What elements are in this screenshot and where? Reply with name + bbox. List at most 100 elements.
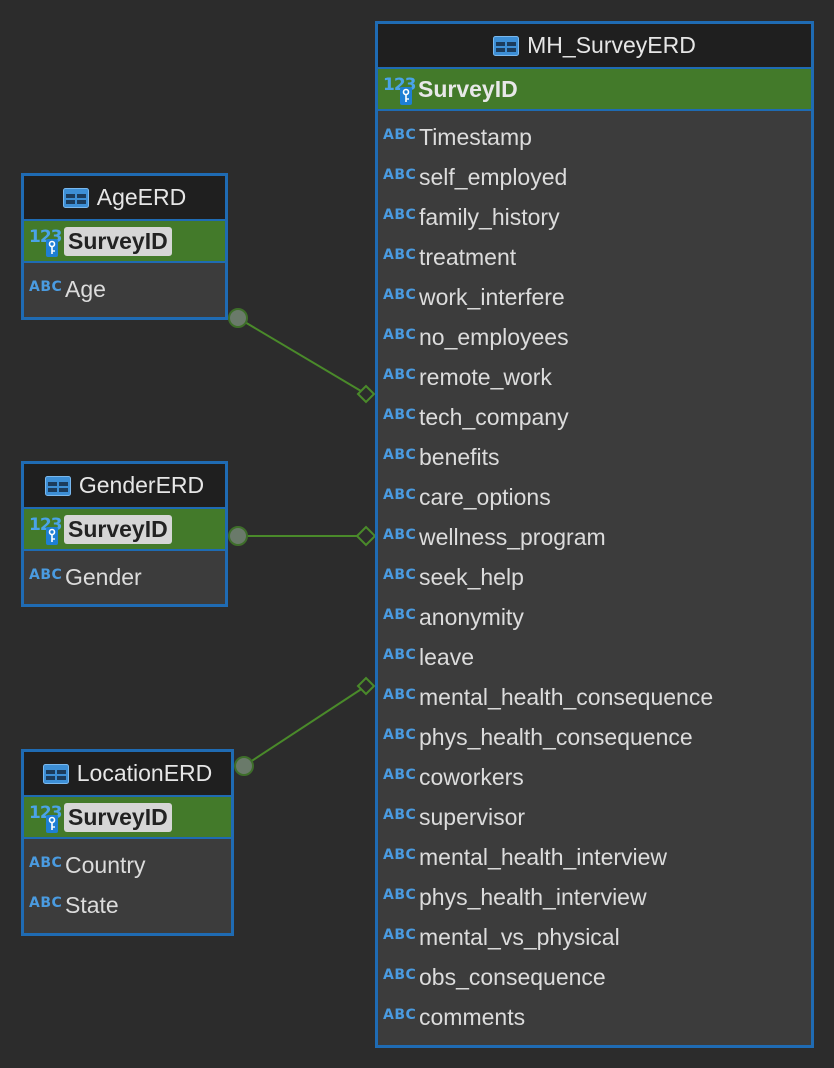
entity-header[interactable]: GenderERD	[24, 464, 225, 509]
link-end-diamond	[356, 676, 376, 696]
link-end-circle	[228, 526, 248, 546]
attribute-label: family_history	[419, 203, 560, 230]
pk-label: SurveyID	[418, 75, 518, 102]
abc-type-icon: ABC	[383, 1007, 417, 1023]
attribute-label: treatment	[419, 243, 517, 270]
abc-type-icon: ABC	[383, 767, 417, 783]
table-icon	[44, 475, 71, 496]
attribute-label: obs_consequence	[419, 963, 606, 990]
attribute-row[interactable]: ABC Country	[24, 845, 231, 885]
pk-label: SurveyID	[64, 226, 172, 256]
attribute-label: Age	[65, 275, 106, 302]
attribute-list: ABC Gender	[24, 551, 225, 597]
abc-type-icon: ABC	[383, 447, 417, 463]
link-location-main[interactable]	[234, 676, 376, 776]
table-icon	[62, 187, 89, 208]
attribute-label: mental_vs_physical	[419, 923, 620, 950]
attribute-row[interactable]: ABC Gender	[24, 557, 225, 597]
link-end-circle	[228, 308, 248, 328]
link-end-diamond	[356, 384, 376, 404]
abc-type-icon: ABC	[383, 247, 417, 263]
pk-label: SurveyID	[64, 514, 172, 544]
attribute-row[interactable]: ABC Age	[24, 269, 225, 309]
entity-location[interactable]: LocationERD 123 SurveyID ABC Country ABC	[21, 749, 234, 936]
link-gender-main[interactable]	[228, 525, 377, 547]
attribute-label: seek_help	[419, 563, 524, 590]
abc-type-icon: ABC	[383, 687, 417, 703]
link-age-main[interactable]	[228, 308, 376, 404]
entity-header[interactable]: AgeERD	[24, 176, 225, 221]
abc-type-icon: ABC	[383, 207, 417, 223]
attribute-label: anonymity	[419, 603, 524, 630]
attribute-label: phys_health_interview	[419, 883, 647, 910]
abc-type-icon: ABC	[383, 327, 417, 343]
abc-type-icon: ABC	[383, 487, 417, 503]
abc-type-icon: ABC	[383, 847, 417, 863]
link-end-diamond	[355, 525, 377, 547]
attribute-label: Gender	[65, 563, 142, 590]
entity-age[interactable]: AgeERD 123 SurveyID ABC Age	[21, 173, 228, 320]
pk-row[interactable]: 123 SurveyID	[378, 69, 811, 111]
abc-type-icon: ABC	[29, 279, 63, 295]
entity-title: LocationERD	[76, 760, 213, 786]
attribute-list: ABC Age	[24, 263, 225, 309]
abc-type-icon: ABC	[383, 527, 417, 543]
attribute-label: mental_health_interview	[419, 843, 668, 870]
entity-gender[interactable]: GenderERD 123 SurveyID ABC Gender	[21, 461, 228, 607]
attribute-label: phys_health_consequence	[419, 723, 693, 750]
abc-type-icon: ABC	[383, 407, 417, 423]
abc-type-icon: ABC	[383, 727, 417, 743]
abc-type-icon: ABC	[383, 367, 417, 383]
abc-type-icon: ABC	[383, 167, 417, 183]
table-icon	[493, 35, 520, 56]
entity-header[interactable]: MH_SurveyERD	[378, 24, 811, 69]
abc-type-icon: ABC	[383, 567, 417, 583]
entity-title: MH_SurveyERD	[527, 32, 696, 58]
attribute-row[interactable]: ABC State	[24, 885, 231, 925]
attribute-label: work_interfere	[419, 283, 565, 310]
pk-row[interactable]: 123 SurveyID	[24, 509, 225, 551]
pk-label: SurveyID	[64, 802, 172, 832]
entity-header[interactable]: LocationERD	[24, 752, 231, 797]
numeric-key-icon: 123	[382, 72, 418, 106]
attribute-label: supervisor	[419, 803, 526, 830]
pk-row[interactable]: 123 SurveyID	[24, 221, 225, 263]
numeric-key-icon: 123	[28, 224, 64, 258]
abc-type-icon: ABC	[29, 895, 63, 911]
attribute-label: leave	[419, 643, 474, 670]
attribute-label: no_employees	[419, 323, 569, 350]
numeric-key-icon: 123	[28, 800, 64, 834]
attribute-label: mental_health_consequence	[419, 683, 714, 710]
abc-type-icon: ABC	[29, 567, 63, 583]
abc-type-icon: ABC	[383, 967, 417, 983]
attribute-label: Country	[65, 851, 146, 878]
abc-type-icon: ABC	[383, 807, 417, 823]
pk-row[interactable]: 123 SurveyID	[24, 797, 231, 839]
abc-type-icon: ABC	[383, 927, 417, 943]
